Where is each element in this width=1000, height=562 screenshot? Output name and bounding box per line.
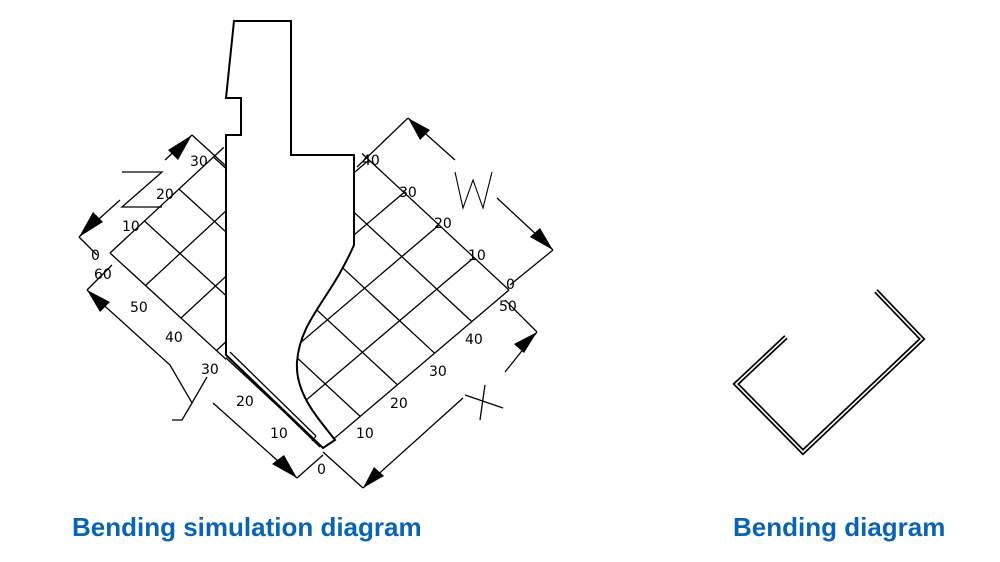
grid-line — [144, 220, 226, 297]
grid-line — [109, 146, 225, 254]
origin-label: 0 — [317, 462, 326, 478]
right-top-label: 0 — [506, 277, 515, 293]
z-symbol — [120, 171, 164, 208]
right-bottom-label: 10 — [356, 426, 374, 442]
arrow-icon — [272, 455, 297, 478]
left-bottom-label: 40 — [165, 330, 183, 346]
left-axis-label: 30 — [190, 154, 208, 170]
grid-line — [361, 153, 510, 291]
right-top-label: 40 — [362, 153, 380, 169]
left-bottom-label: 20 — [236, 394, 254, 410]
left-bottom-label: 10 — [270, 426, 288, 442]
arrow-icon — [514, 332, 537, 353]
right-bottom-label: 30 — [429, 364, 447, 380]
arrowheads — [79, 118, 553, 488]
left-bottom-label: 60 — [94, 267, 112, 283]
grid-line — [287, 257, 475, 416]
left-axis-label: 20 — [156, 187, 174, 203]
left-bottom-label: 30 — [201, 362, 219, 378]
punch-outline — [224, 20, 355, 450]
grid-line — [180, 275, 226, 319]
right-bottom-label: 40 — [465, 332, 483, 348]
grid-line — [145, 209, 226, 286]
grid-line — [322, 289, 510, 449]
grid-line — [109, 252, 226, 361]
arrow-icon — [87, 290, 110, 312]
arrow-icon — [79, 212, 103, 237]
left-grid — [109, 146, 437, 448]
arrow-icon — [363, 467, 384, 488]
right-bottom-label: 20 — [390, 396, 408, 412]
arrow-icon — [530, 228, 553, 250]
x-symbol — [464, 394, 504, 409]
grid-line — [178, 188, 226, 233]
right-top-label: 30 — [399, 185, 417, 201]
right-top-label: 20 — [434, 216, 452, 232]
dimension-lines — [78, 117, 554, 489]
arrow-icon — [168, 135, 192, 160]
sheet-metal — [225, 351, 321, 448]
left-axis-label: 10 — [122, 219, 140, 235]
right-top-label: 10 — [468, 248, 486, 264]
w-symbol — [454, 171, 493, 210]
bent-part-shape — [732, 289, 926, 456]
simulation-caption: Bending simulation diagram — [72, 512, 422, 542]
grid-line — [323, 342, 437, 448]
left-axis-label: 0 — [91, 248, 100, 264]
arrow-icon — [408, 118, 430, 140]
bending-caption: Bending diagram — [733, 512, 946, 542]
left-bottom-label: 50 — [130, 300, 148, 316]
axis-labels: 0 10 20 30 10 20 30 40 50 60 40 30 20 10… — [91, 153, 517, 478]
right-bottom-label: 50 — [499, 299, 517, 315]
